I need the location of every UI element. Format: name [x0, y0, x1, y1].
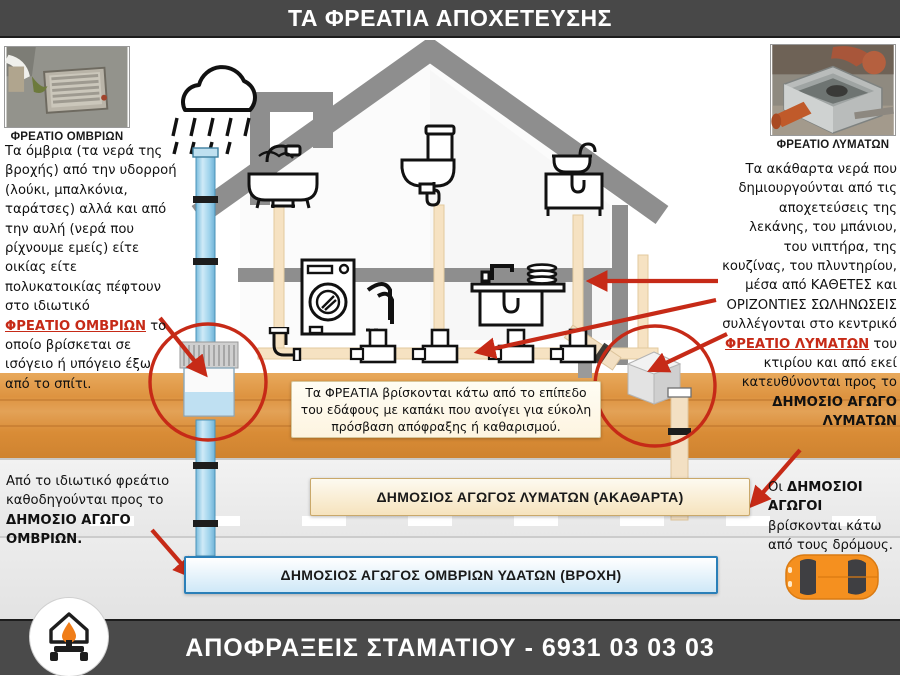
rain-cloud-icon	[163, 48, 273, 208]
kitchen-sink-icon	[470, 258, 566, 340]
text-block-storm: Τα όμβρια (τα νερά της βροχής) από την υ…	[5, 142, 177, 394]
house-water-drop-icon	[49, 612, 89, 661]
company-contact: ΑΠΟΦΡΑΞΕΙΣ ΣΤΑΜΑΤΙΟΥ - 6931 03 03 03	[185, 633, 715, 662]
public-sewage-main-label: ΔΗΜΟΣΙΟΣ ΑΓΩΓΟΣ ΛΥΜΑΤΩΝ (ΑΚΑΘΑΡΤΑ)	[376, 489, 684, 505]
bathtub-icon	[245, 140, 321, 212]
public-sewage-main-bar[interactable]: ΔΗΜΟΣΙΟΣ ΑΓΩΓΟΣ ΛΥΜΑΤΩΝ (ΑΚΑΘΑΡΤΑ)	[310, 478, 750, 516]
sewage-pit-photo	[770, 44, 896, 136]
callout-text: Τα ΦΡΕΑΤΙΑ βρίσκονται κάτω από το επίπεδ…	[300, 385, 592, 434]
text-block-bottom-storm: Από το ιδιωτικό φρεάτιο καθοδηγούνται πρ…	[6, 472, 191, 550]
text-block-sewage: Τα ακάθαρτα νερά που δημιουργούνται από …	[722, 160, 897, 432]
public-storm-main-bar[interactable]: ΔΗΜΟΣΙΟΣ ΑΓΩΓΟΣ ΟΜΒΡΙΩΝ ΥΔΑΤΩΝ (ΒΡΟΧΗ)	[184, 556, 718, 594]
photo-storm-manhole: ΦΡΕΑΤΙΟ ΟΜΒΡΙΩΝ	[4, 46, 130, 143]
washing-machine-icon	[300, 258, 366, 340]
bottom-public-lead: Οι	[768, 480, 788, 495]
public-storm-main-label: ΔΗΜΟΣΙΟΣ ΑΓΩΓΟΣ ΟΜΒΡΙΩΝ ΥΔΑΤΩΝ (ΒΡΟΧΗ)	[280, 567, 622, 583]
photo-left-caption: ΦΡΕΑΤΙΟ ΟΜΒΡΙΩΝ	[10, 131, 124, 143]
company-logo[interactable]	[30, 598, 108, 676]
bottom-public-bold: ΔΗΜΟΣΙΟΙ ΑΓΩΓΟΙ	[768, 480, 863, 515]
elbow-pipe-icon	[268, 325, 302, 363]
header-bar: ΤΑ ΦΡΕΑΤΙΑ ΑΠΟΧΕΤΕΥΣΗΣ	[0, 0, 900, 38]
storm-text-part1: Τα όμβρια (τα νερά της βροχής) από την υ…	[5, 144, 177, 315]
text-block-bottom-public: Οι ΔΗΜΟΣΙΟΙ ΑΓΩΓΟΙ βρίσκονται κάτω από τ…	[768, 478, 900, 556]
photo-right-caption: ΦΡΕΑΤΙΟ ΛΥΜΑΤΩΝ	[776, 139, 890, 151]
callout-box: Τα ΦΡΕΑΤΙΑ βρίσκονται κάτω από το επίπεδ…	[291, 381, 601, 438]
storm-text-part2: το οποίο βρίσκεται σε ισόγειο ή υπόγειο …	[5, 318, 167, 392]
storm-water-pit-icon	[178, 340, 240, 424]
sewage-pit-icon	[624, 350, 684, 406]
sewage-text-part2: του κτιρίου και από εκεί κατευθύνονται π…	[741, 336, 897, 391]
bottom-storm-part1: Από το ιδιωτικό φρεάτιο καθοδηγούνται πρ…	[6, 474, 170, 509]
sewage-highlight-term: ΦΡΕΑΤΙΟ ΛΥΜΑΤΩΝ	[725, 336, 870, 352]
road-dash-markings	[0, 516, 900, 526]
bathroom-sink-icon	[538, 140, 616, 220]
bottom-storm-bold: ΔΗΜΟΣΙΟ ΑΓΩΓΟ ΟΜΒΡΙΩΝ.	[6, 512, 131, 548]
photo-sewage-pit: ΦΡΕΑΤΙΟ ΛΥΜΑΤΩΝ	[770, 44, 896, 151]
footer-bar: ΑΠΟΦΡΑΞΕΙΣ ΣΤΑΜΑΤΙΟΥ - 6931 03 03 03	[0, 619, 900, 675]
toilet-icon	[398, 124, 468, 216]
storm-water-manhole-photo	[4, 46, 130, 128]
sewage-text-part1: Τα ακάθαρτα νερά που δημιουργούνται από …	[722, 162, 897, 333]
car-top-view-icon	[784, 551, 880, 603]
sewage-text-bold-tail: ΔΗΜΟΣΙΟ ΑΓΩΓΟ ΛΥΜΑΤΩΝ	[772, 394, 897, 430]
bottom-public-tail: βρίσκονται κάτω από τους δρόμους.	[768, 518, 893, 554]
page-title: ΤΑ ΦΡΕΑΤΙΑ ΑΠΟΧΕΤΕΥΣΗΣ	[288, 4, 612, 31]
storm-highlight-term: ΦΡΕΑΤΙΟ ΟΜΒΡΙΩΝ	[5, 318, 146, 334]
